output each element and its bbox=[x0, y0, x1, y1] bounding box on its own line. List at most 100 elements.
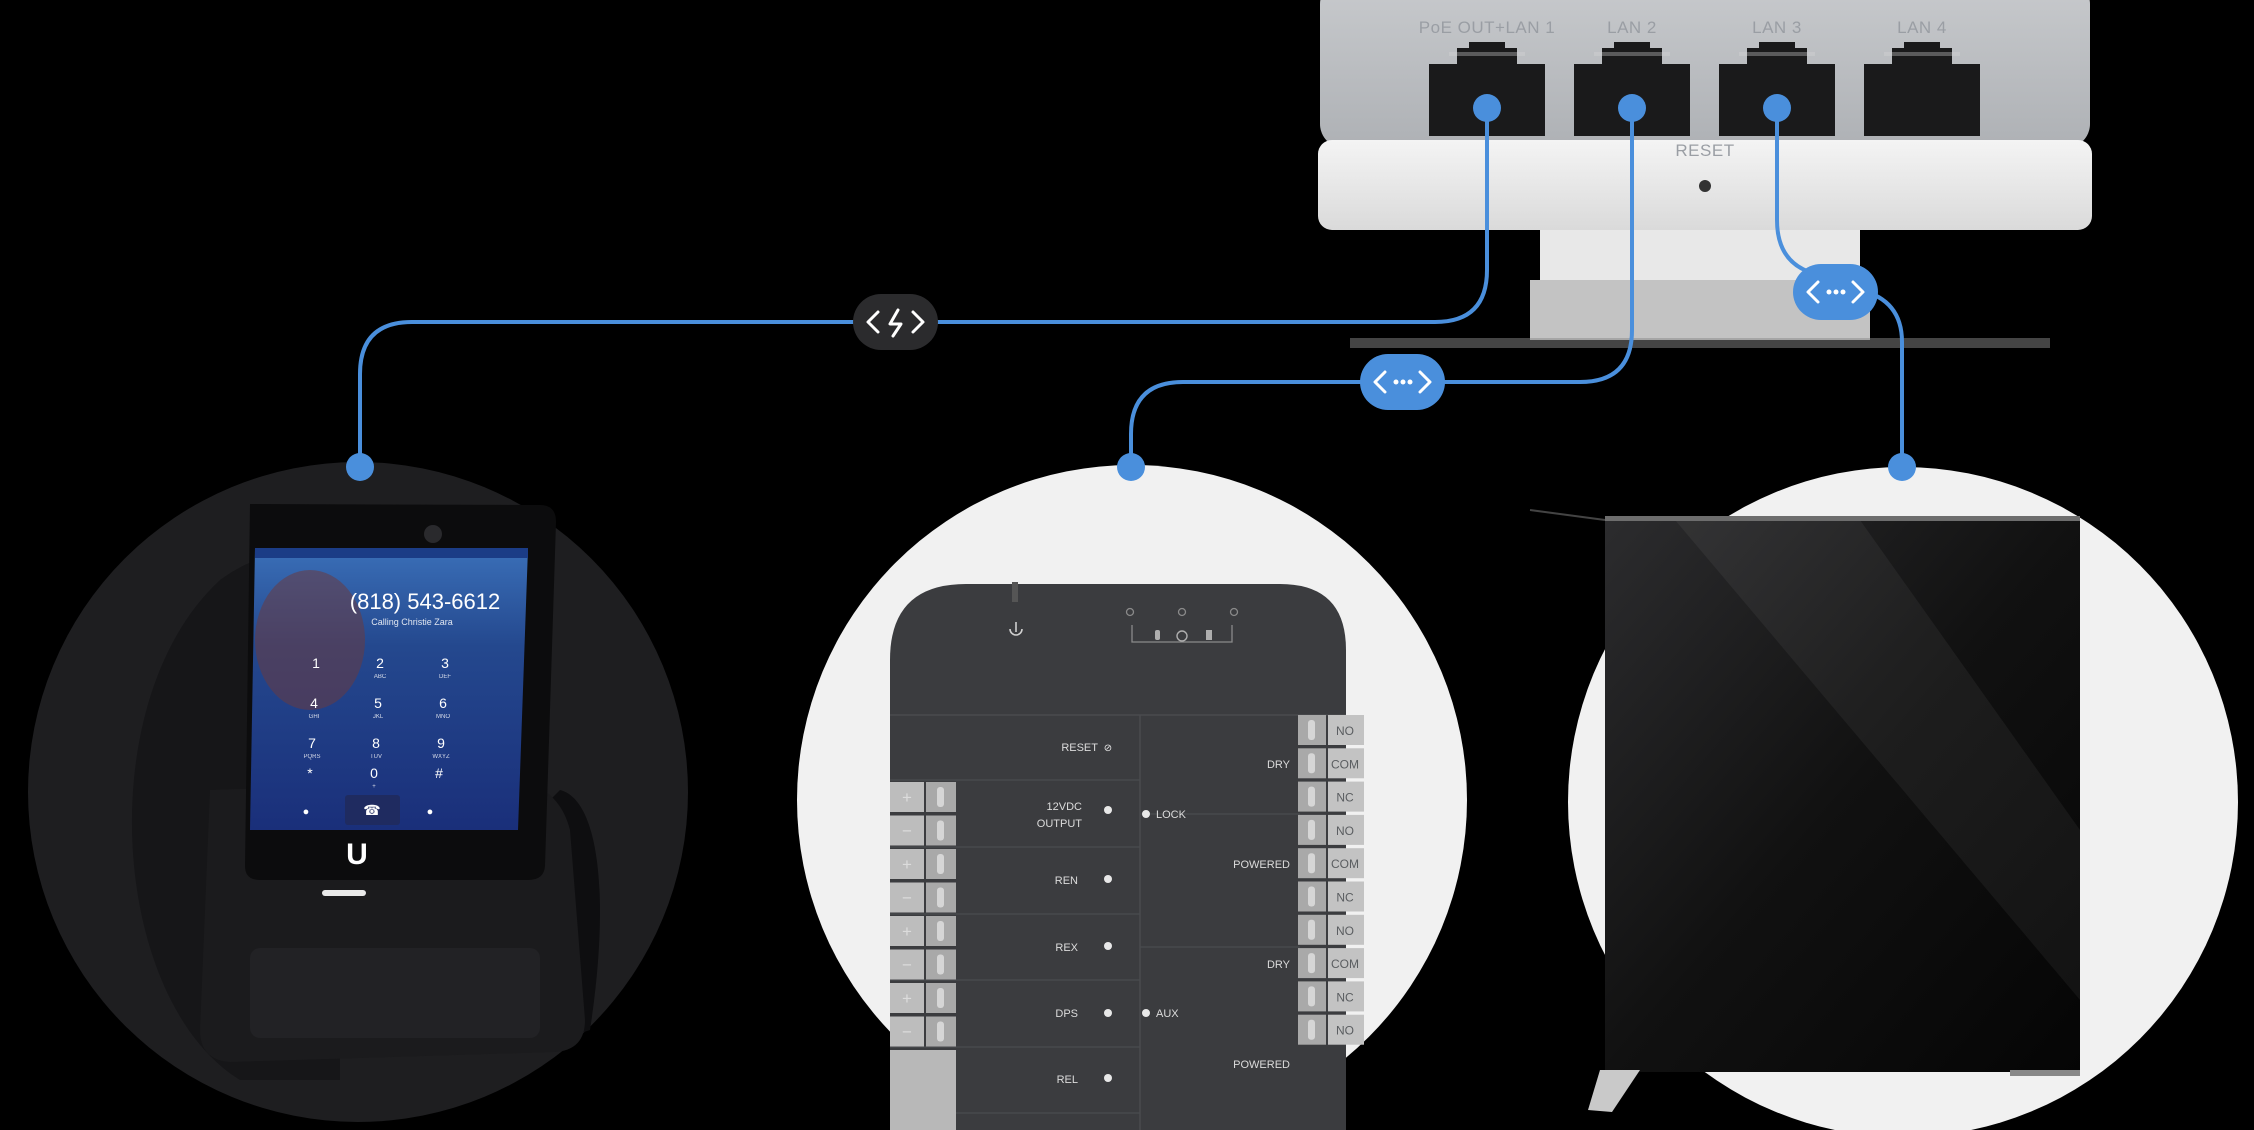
hub-relay-label: LOCK bbox=[1156, 809, 1187, 821]
data-link-badge-hub[interactable] bbox=[1360, 354, 1445, 410]
endpoint-phone bbox=[346, 453, 374, 481]
keypad-letters: WXYZ bbox=[432, 754, 450, 760]
keypad-letters: PQRS bbox=[303, 754, 320, 760]
keypad-key[interactable]: 6 bbox=[439, 695, 447, 711]
terminal-block bbox=[1328, 814, 1364, 845]
relay-mode-label: DRY bbox=[1267, 759, 1291, 771]
screw-slot bbox=[937, 954, 944, 975]
reset-button[interactable] bbox=[1699, 180, 1711, 192]
keypad-key[interactable]: 3 bbox=[441, 655, 449, 671]
contact-icon[interactable]: ● bbox=[303, 806, 310, 818]
keypad-letters: TUV bbox=[370, 754, 382, 760]
rj45-contacts bbox=[1884, 52, 1960, 56]
rj45-port[interactable] bbox=[1864, 64, 1980, 136]
screw-slot bbox=[1308, 953, 1315, 974]
endpoint-display bbox=[1888, 453, 1916, 481]
rj45-clip bbox=[1457, 42, 1517, 64]
handset-icon: ☎ bbox=[363, 802, 380, 818]
terminal-label: COM bbox=[1331, 757, 1359, 771]
keypad-key[interactable]: # bbox=[435, 765, 443, 781]
terminal-block bbox=[890, 916, 924, 946]
screw-slot bbox=[1308, 819, 1315, 840]
polarity-sign: − bbox=[902, 956, 912, 975]
status-bar bbox=[255, 548, 528, 558]
terminal-block bbox=[1328, 914, 1364, 945]
display-panel bbox=[1605, 520, 2080, 1072]
screw-slot bbox=[1308, 886, 1315, 907]
display-glare bbox=[1675, 520, 2080, 1000]
polarity-sign: + bbox=[902, 788, 912, 807]
display-screen bbox=[1529, 509, 2080, 1112]
terminal-block bbox=[890, 1050, 956, 1130]
dialed-number: (818) 543-6612 bbox=[350, 589, 500, 614]
poe-link-badge[interactable] bbox=[853, 294, 938, 350]
terminal-label: NC bbox=[1336, 990, 1354, 1004]
display-cable bbox=[1529, 509, 1606, 521]
keypad-key[interactable]: 2 bbox=[376, 655, 384, 671]
connector-dot bbox=[1104, 875, 1112, 883]
terminal-label: NC bbox=[1336, 791, 1354, 805]
terminal-block bbox=[1328, 715, 1364, 745]
reset-label: RESET bbox=[1675, 141, 1734, 160]
screw-slot bbox=[1308, 720, 1315, 740]
connector-dot bbox=[1142, 1009, 1150, 1017]
rj45-clip bbox=[1747, 42, 1807, 64]
relay-mode-label: POWERED bbox=[1233, 1059, 1290, 1071]
screw-slot bbox=[1308, 853, 1315, 874]
reset-pin-icon[interactable]: ⊘ bbox=[1104, 743, 1112, 754]
caller-photo bbox=[255, 570, 365, 710]
keypad-key[interactable]: 1 bbox=[312, 655, 320, 671]
port-label: LAN 4 bbox=[1897, 18, 1947, 37]
terminal-block bbox=[890, 949, 924, 980]
keypad-letters: + bbox=[372, 784, 376, 790]
rj45-clip bbox=[1892, 42, 1952, 64]
display-top-edge bbox=[1605, 516, 2080, 521]
brand-logo: U bbox=[346, 838, 368, 871]
rj45-contacts bbox=[1594, 52, 1670, 56]
terminal-block bbox=[1328, 948, 1364, 979]
screw-slot bbox=[1308, 753, 1315, 774]
connector-dot bbox=[1104, 806, 1112, 814]
keypad-key[interactable]: * bbox=[307, 765, 313, 781]
terminal-block bbox=[1328, 848, 1364, 879]
endpoint-lan2 bbox=[1618, 94, 1646, 122]
connector-dot bbox=[1104, 1074, 1112, 1082]
port-label: LAN 3 bbox=[1752, 18, 1802, 37]
terminal-label: COM bbox=[1331, 857, 1359, 871]
relay-mode-label: POWERED bbox=[1233, 859, 1290, 871]
screw-slot bbox=[937, 820, 944, 841]
polarity-sign: + bbox=[902, 922, 912, 941]
keypad-letters: MNO bbox=[436, 714, 450, 720]
contact-icon[interactable]: ● bbox=[427, 806, 434, 818]
keypad-key[interactable]: 9 bbox=[437, 735, 445, 751]
link-line-phone bbox=[358, 108, 1489, 467]
port-label: LAN 2 bbox=[1607, 18, 1657, 37]
keypad-key[interactable]: 4 bbox=[310, 695, 318, 711]
keypad-key[interactable]: 8 bbox=[372, 735, 380, 751]
screw-slot bbox=[1308, 1019, 1315, 1040]
screw-slot bbox=[937, 787, 944, 807]
keypad-letters: ABC bbox=[374, 674, 387, 680]
terminal-block bbox=[1328, 881, 1364, 912]
terminal-block bbox=[890, 1016, 924, 1047]
display-foot bbox=[1588, 1070, 1640, 1112]
status-leds bbox=[1125, 607, 1239, 643]
keypad-key[interactable]: 7 bbox=[308, 735, 316, 751]
keypad-key[interactable]: 0 bbox=[370, 765, 378, 781]
power-icon bbox=[1009, 622, 1023, 636]
rj45-contacts bbox=[1739, 52, 1815, 56]
terminal-label: NO bbox=[1336, 924, 1354, 938]
screw-slot bbox=[937, 921, 944, 941]
connector-dot bbox=[1104, 1009, 1112, 1017]
polarity-sign: + bbox=[902, 989, 912, 1008]
polarity-sign: + bbox=[902, 855, 912, 874]
call-button[interactable] bbox=[345, 795, 400, 825]
data-link-badge-display[interactable] bbox=[1793, 264, 1878, 320]
screw-slot bbox=[937, 1021, 944, 1042]
keypad-key[interactable]: 5 bbox=[374, 695, 382, 711]
hub-port-label: OUTPUT bbox=[1037, 818, 1083, 830]
